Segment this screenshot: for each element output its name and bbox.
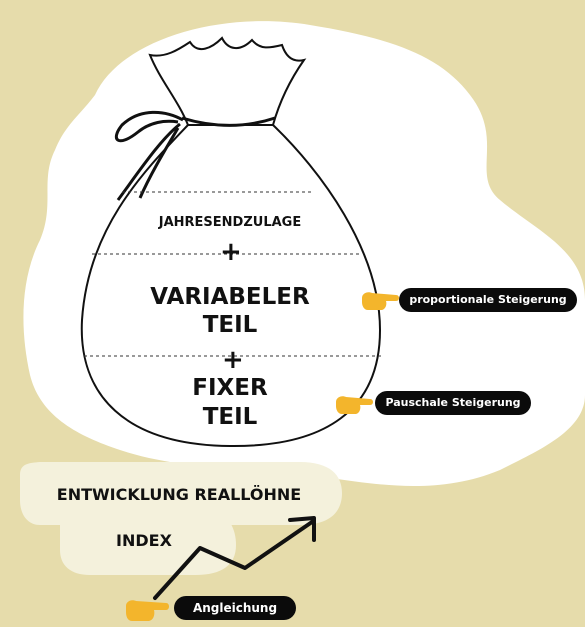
label-variabeler-teil: TEIL	[202, 312, 258, 338]
pointing-hand-icon	[126, 600, 169, 621]
callout-pauschale-steigerung: Pauschale Steigerung	[375, 391, 531, 415]
bag-outline	[80, 124, 382, 448]
label-entwicklung-realloehne: ENTWICKLUNG REALLÖHNE	[56, 485, 302, 504]
pointing-hand-icon	[336, 396, 373, 414]
pointing-hand-icon	[362, 292, 399, 310]
label-fixer-teil: TEIL	[202, 404, 258, 430]
label-fixer: FIXER	[192, 375, 268, 401]
arrow-up-right-icon	[153, 516, 316, 600]
bag-tie	[181, 116, 276, 127]
callout-proportionale-steigerung: proportionale Steigerung	[399, 288, 577, 312]
label-index: INDEX	[116, 531, 172, 550]
label-variabeler: VARIABELER	[150, 284, 310, 310]
plus-sign-1: +	[220, 237, 242, 267]
bag-ruffle	[148, 36, 307, 126]
label-jahresendzulage: JAHRESENDZULAGE	[158, 215, 302, 230]
callout-angleichung: Angleichung	[174, 596, 296, 620]
plus-sign-2: +	[222, 345, 244, 375]
